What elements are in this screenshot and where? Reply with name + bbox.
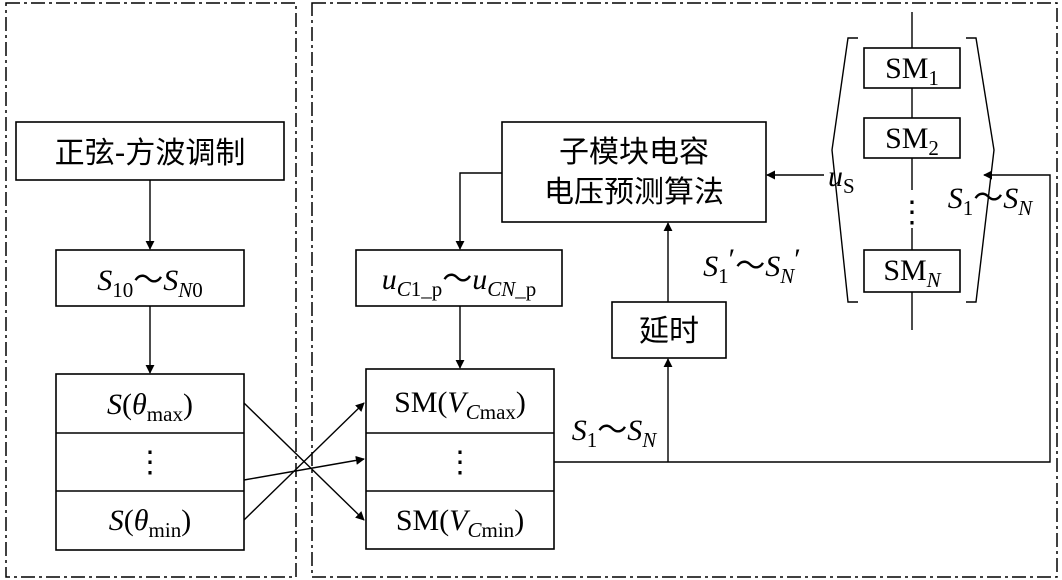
us-label: uS xyxy=(828,160,855,198)
signals-label: S10～SN0 xyxy=(97,264,203,302)
sort-bottom-label: S(θmin) xyxy=(109,504,191,542)
sm-dots: ⋮ xyxy=(445,446,475,479)
arrow-predict-to-voltages xyxy=(455,172,502,250)
smN-label: SMN xyxy=(883,254,941,292)
predict-label-line2: 电压预测算法 xyxy=(544,175,724,210)
chain-bracket-right xyxy=(966,37,995,303)
sort-top-label: S(θmax) xyxy=(107,388,193,426)
smN-box xyxy=(863,249,961,293)
modulation-box xyxy=(15,121,285,181)
delay-box xyxy=(611,301,727,359)
map-arrow-middle xyxy=(243,455,365,481)
sort-dots: ⋮ xyxy=(135,446,165,479)
feedback-signal-label: S1～SN xyxy=(948,182,1034,220)
left-panel-frame xyxy=(5,2,297,578)
output-signal-line xyxy=(554,170,1051,463)
predicted-voltage-label: uC1_p～uCN_p xyxy=(382,263,537,301)
sm2-label: SM2 xyxy=(885,122,939,160)
delay-label: 延时 xyxy=(639,314,699,349)
right-panel-frame xyxy=(311,2,1058,578)
predict-label-line1: 子模块电容 xyxy=(559,135,709,170)
sm2-box xyxy=(863,117,961,159)
sm1-box xyxy=(863,47,961,89)
predicted-voltage-box xyxy=(355,249,563,307)
chain-dots: ⋮ xyxy=(897,196,927,229)
delayed-signal-label: S1′～SN′ xyxy=(703,243,801,288)
chain-bracket-left xyxy=(831,37,858,303)
modulation-label: 正弦-方波调制 xyxy=(55,136,246,171)
sm-table xyxy=(365,368,555,550)
sm-top-label: SM(VCmax) xyxy=(394,386,526,424)
sort-table xyxy=(55,373,245,551)
sm-bottom-label: SM(VCmin) xyxy=(396,504,524,542)
sm1-label: SM1 xyxy=(885,52,939,90)
predict-box xyxy=(501,121,767,223)
map-arrow-bottom-to-top xyxy=(243,402,365,521)
output-signal-label: S1～SN xyxy=(572,414,658,452)
